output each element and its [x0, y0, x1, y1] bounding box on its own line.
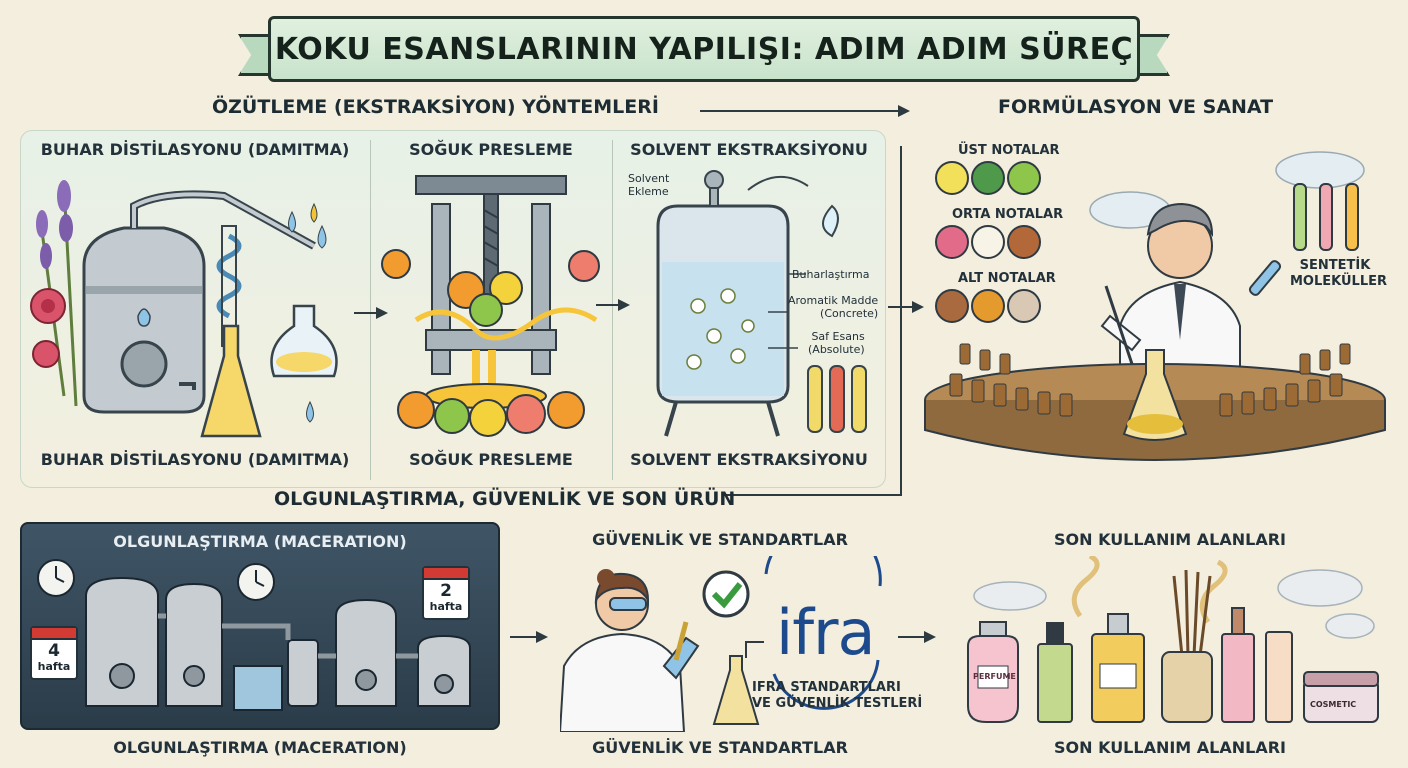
ifra-logo: ifra — [776, 596, 876, 669]
jasmine-icon — [971, 225, 1005, 259]
method-footer-cold-press: SOĞUK PRESLEME — [409, 450, 573, 469]
arrow-head — [912, 301, 924, 313]
section-extraction-heading: ÖZÜTLEME (EKSTRAKSİYON) YÖNTEMLERİ — [212, 96, 659, 118]
spray-bottle-icon — [1221, 633, 1255, 723]
test-tube-icon — [1345, 183, 1359, 251]
method-footer-distillation: BUHAR DİSTİLASYONU (DAMITMA) — [40, 450, 350, 469]
label-absolute: Saf Esans (Absolute) — [808, 330, 865, 356]
title-banner: KOKU ESANSLARININ YAPILIŞI: ADIM ADIM SÜ… — [238, 12, 1170, 88]
lavender-icon — [36, 180, 78, 407]
arrow-head — [898, 105, 910, 117]
calendar-icon: 4 hafta — [30, 626, 78, 680]
enduse-title: SON KULLANIM ALANLARI — [1053, 530, 1286, 549]
rose-icon — [32, 340, 60, 368]
arrow-line — [596, 304, 620, 306]
lemon-icon — [935, 161, 969, 195]
test-tube-icon — [851, 365, 867, 433]
steel-tank — [335, 598, 397, 707]
arrow-line — [898, 636, 926, 638]
test-tube-icon — [1319, 183, 1333, 251]
lime-icon — [1007, 161, 1041, 195]
arrow-head — [924, 631, 936, 643]
steel-tank — [85, 576, 159, 707]
enduse-footer: SON KULLANIM ALANLARI — [1053, 738, 1286, 757]
section-formulation-heading: FORMÜLASYON VE SANAT — [998, 96, 1274, 118]
arrow-head — [536, 631, 548, 643]
press-handle — [415, 175, 567, 195]
test-tube-icon — [829, 365, 845, 433]
cinnamon-icon — [1007, 225, 1041, 259]
grapefruit-icon — [506, 394, 546, 434]
safety-footer: GÜVENLİK VE STANDARTLAR — [592, 738, 848, 757]
column-divider — [612, 140, 613, 480]
reed-diffuser-icon — [1161, 651, 1213, 723]
notes-base-label: ALT NOTALAR — [958, 271, 1056, 286]
rose-icon — [935, 225, 969, 259]
perfume-bottle-icon — [1037, 643, 1073, 723]
label-solvent-add: Solvent Ekleme — [628, 172, 670, 198]
orange-icon — [397, 391, 435, 429]
connector-line — [726, 494, 902, 496]
calendar-icon: 2 hafta — [422, 566, 470, 620]
scientist-illustration — [560, 569, 700, 732]
sandalwood-icon — [935, 289, 969, 323]
connector-line — [900, 146, 902, 496]
synthetic-label: SENTETİK MOLEKÜLLER — [1290, 258, 1388, 289]
distillation-illustration — [30, 180, 338, 438]
section-maturation-heading: OLGUNLAŞTIRMA, GÜVENLİK VE SON ÜRÜN — [274, 488, 736, 510]
formulation-illustration — [924, 151, 1386, 461]
arrow-head — [376, 307, 388, 319]
arrow-line — [700, 110, 900, 112]
steel-tank — [417, 634, 471, 707]
arrow-line — [354, 312, 378, 314]
solvent-illustration — [656, 170, 867, 437]
jasmine-icon — [686, 288, 755, 370]
label-evaporation: Buharlaştırma — [792, 268, 870, 281]
musk-icon — [1007, 289, 1041, 323]
column-divider — [370, 140, 371, 480]
steel-tank — [165, 582, 223, 707]
method-title-cold-press: SOĞUK PRESLEME — [409, 140, 573, 159]
method-title-solvent: SOLVENT EKSTRAKSİYONU — [630, 140, 868, 159]
perfumer-illustration — [1100, 202, 1241, 391]
maceration-title: OLGUNLAŞTIRMA (MACERATION) — [113, 532, 407, 551]
page-title: KOKU ESANSLARININ YAPILIŞI: ADIM ADIM SÜ… — [268, 16, 1140, 82]
method-footer-solvent: SOLVENT EKSTRAKSİYONU — [630, 450, 868, 469]
maceration-footer: OLGUNLAŞTIRMA (MACERATION) — [113, 738, 407, 757]
test-tube-icon — [807, 365, 823, 433]
notes-top-label: ÜST NOTALAR — [958, 143, 1060, 158]
cold-press-illustration — [381, 175, 600, 437]
safety-illustration — [560, 556, 882, 732]
test-tube-icon — [1293, 183, 1307, 251]
perfume-label: PERFUME — [973, 672, 1016, 681]
lotion-tube-icon — [1265, 631, 1293, 723]
flask-icon — [200, 324, 262, 438]
maceration-illustration — [37, 559, 471, 711]
ifra-caption: IFRA STANDARTLARI VE GÜVENLİK TESTLERİ — [752, 680, 923, 711]
arrow-head — [618, 299, 630, 311]
flask-icon — [712, 655, 760, 725]
cosmetic-label: COSMETIC — [1310, 700, 1357, 709]
enduse-illustration — [967, 556, 1379, 723]
check-circle-icon — [702, 570, 750, 618]
mint-icon — [971, 161, 1005, 195]
method-title-distillation: BUHAR DİSTİLASYONU (DAMITMA) — [40, 140, 350, 159]
safety-title: GÜVENLİK VE STANDARTLAR — [592, 530, 848, 549]
arrow-line — [510, 636, 538, 638]
label-concrete: Aromatik Madde (Concrete) — [788, 294, 879, 320]
notes-middle-label: ORTA NOTALAR — [952, 207, 1064, 222]
amber-icon — [971, 289, 1005, 323]
